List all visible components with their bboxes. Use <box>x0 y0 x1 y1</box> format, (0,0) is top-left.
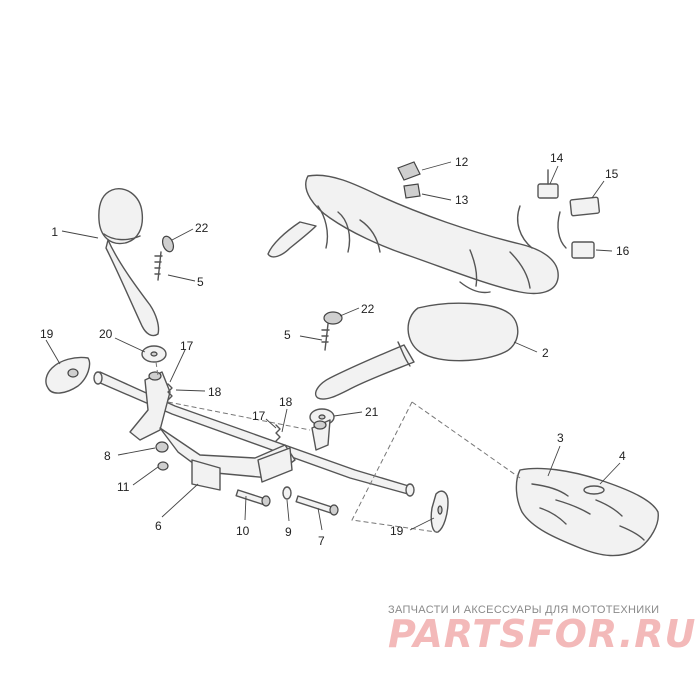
callout-20: 20 <box>99 327 113 341</box>
callout-19-left: 19 <box>40 327 54 341</box>
left-mirror <box>98 188 160 337</box>
callout-15: 15 <box>605 167 619 181</box>
relay-14 <box>537 169 559 199</box>
callout-11: 11 <box>117 480 130 494</box>
callout-12: 12 <box>455 155 469 169</box>
washer-9 <box>282 486 292 500</box>
upper-frame-harness <box>267 161 559 295</box>
bolt-10 <box>235 489 271 507</box>
callout-17-left: 17 <box>180 339 194 353</box>
callout-13: 13 <box>455 193 469 207</box>
callout-9: 9 <box>285 525 292 539</box>
callout-18-right: 18 <box>279 395 293 409</box>
callout-5-right: 5 <box>284 328 291 342</box>
left-mirror-cap-and-screw <box>154 235 175 281</box>
nut-11 <box>157 461 169 471</box>
callout-8: 8 <box>104 449 111 463</box>
callout-5-left: 5 <box>197 275 204 289</box>
callout-21: 21 <box>365 405 379 419</box>
bolt-7 <box>295 495 339 516</box>
callout-3: 3 <box>557 431 564 445</box>
callout-18-left: 18 <box>208 385 222 399</box>
right-bar-end-plate <box>430 490 449 533</box>
watermark-logo: PARTSFOR.RU <box>388 612 697 656</box>
handlebar-assembly <box>93 371 415 497</box>
callout-10: 10 <box>236 524 250 538</box>
callout-17-right: 17 <box>252 409 266 423</box>
callout-22-right: 22 <box>361 302 375 316</box>
watermark-tagline: ЗАПЧАСТИ И АКСЕССУАРЫ ДЛЯ МОТОТЕХНИКИ <box>388 604 660 616</box>
left-bar-end-plate <box>45 356 91 394</box>
spring-left <box>167 383 173 401</box>
callout-19-right: 19 <box>390 524 404 538</box>
callout-22-left: 22 <box>195 221 209 235</box>
relay-15 <box>569 196 601 217</box>
nut-8 <box>155 441 169 453</box>
callout-16: 16 <box>616 244 630 258</box>
callout-6: 6 <box>155 519 162 533</box>
callout-7: 7 <box>318 534 325 548</box>
connector-16 <box>516 205 595 259</box>
handlebar-cover <box>515 467 659 557</box>
emblem-4 <box>583 485 605 495</box>
callout-14: 14 <box>550 151 564 165</box>
right-mirror-cap-and-screw <box>321 311 343 351</box>
callout-4: 4 <box>619 449 626 463</box>
right-mirror <box>314 302 519 400</box>
callout-2: 2 <box>542 346 549 360</box>
spring-right <box>275 424 281 442</box>
callout-1: 1 <box>51 225 58 239</box>
